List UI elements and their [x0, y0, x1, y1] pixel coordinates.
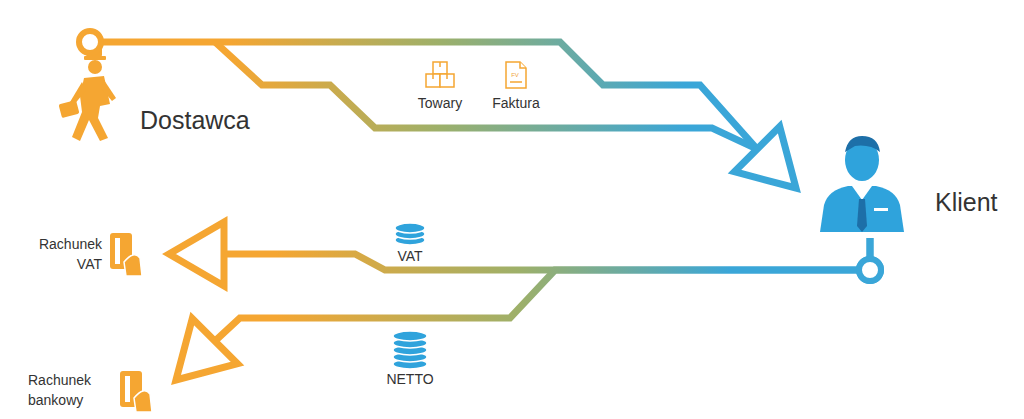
supplier-figure-part	[101, 80, 116, 101]
goods-icon-part	[433, 62, 447, 74]
client-figure-part	[857, 199, 867, 232]
bank-account-node: Rachunek bankowy	[14, 366, 154, 414]
start-dot	[859, 259, 881, 281]
flow-connector	[79, 31, 796, 188]
goods-icon-part	[439, 62, 441, 67]
node-label: Dostawca	[140, 106, 250, 135]
vat-account-node: Rachunek VAT	[14, 226, 149, 282]
connector-line	[215, 238, 870, 341]
goods-icon-part	[440, 74, 454, 87]
invoice-icon-part	[510, 81, 522, 83]
netto-coins	[393, 331, 427, 369]
client-node: Klient	[800, 140, 1015, 238]
bank-account-card	[120, 371, 152, 412]
arrow-head	[176, 318, 238, 380]
client-figure-part	[852, 186, 872, 200]
vat-account-card-part	[115, 238, 120, 264]
bank-account-card-part	[125, 376, 130, 402]
connector-line	[224, 238, 870, 270]
goods-icon-part	[446, 74, 448, 79]
node-label: Rachunek VAT	[36, 234, 102, 274]
connector-line	[215, 42, 757, 149]
client-figure	[820, 136, 904, 232]
netto-coins-part	[393, 331, 427, 341]
goods-icon	[426, 62, 454, 87]
arrow-head	[169, 222, 224, 286]
node-label: Klient	[935, 188, 998, 217]
goods-label: Towary	[418, 95, 462, 111]
edge-label: NETTO	[386, 371, 433, 387]
supplier-figure-part	[88, 60, 102, 74]
start-dot	[79, 31, 101, 53]
supplier-node: Dostawca	[55, 56, 265, 146]
goods-icon-part	[432, 74, 434, 79]
client-figure-part	[874, 208, 888, 211]
flow-connector	[176, 238, 881, 380]
invoice-icon-text: FV	[511, 72, 519, 78]
edge-label: VAT	[397, 248, 422, 264]
goods-icon-part	[426, 74, 440, 87]
arrow-head	[734, 126, 796, 188]
client-figure-part	[820, 186, 904, 232]
invoice-icon	[506, 62, 526, 88]
vat-coin-part	[395, 223, 425, 233]
node-label: Rachunek bankowy	[28, 370, 94, 410]
supplier-figure	[58, 48, 116, 141]
connector-line	[90, 42, 757, 149]
invoice-icon-part	[506, 62, 526, 88]
invoice-label: Faktura	[492, 95, 539, 111]
supplier-figure-part	[58, 100, 79, 118]
start-dot	[859, 259, 881, 281]
vat-account-card-part	[124, 255, 142, 276]
invoice-icon-part	[520, 62, 526, 68]
bank-account-card-part	[134, 391, 152, 412]
client-figure-part	[845, 136, 880, 152]
vat-coin	[395, 223, 425, 245]
flow-connector	[169, 222, 881, 286]
vat-account-card	[110, 233, 142, 276]
